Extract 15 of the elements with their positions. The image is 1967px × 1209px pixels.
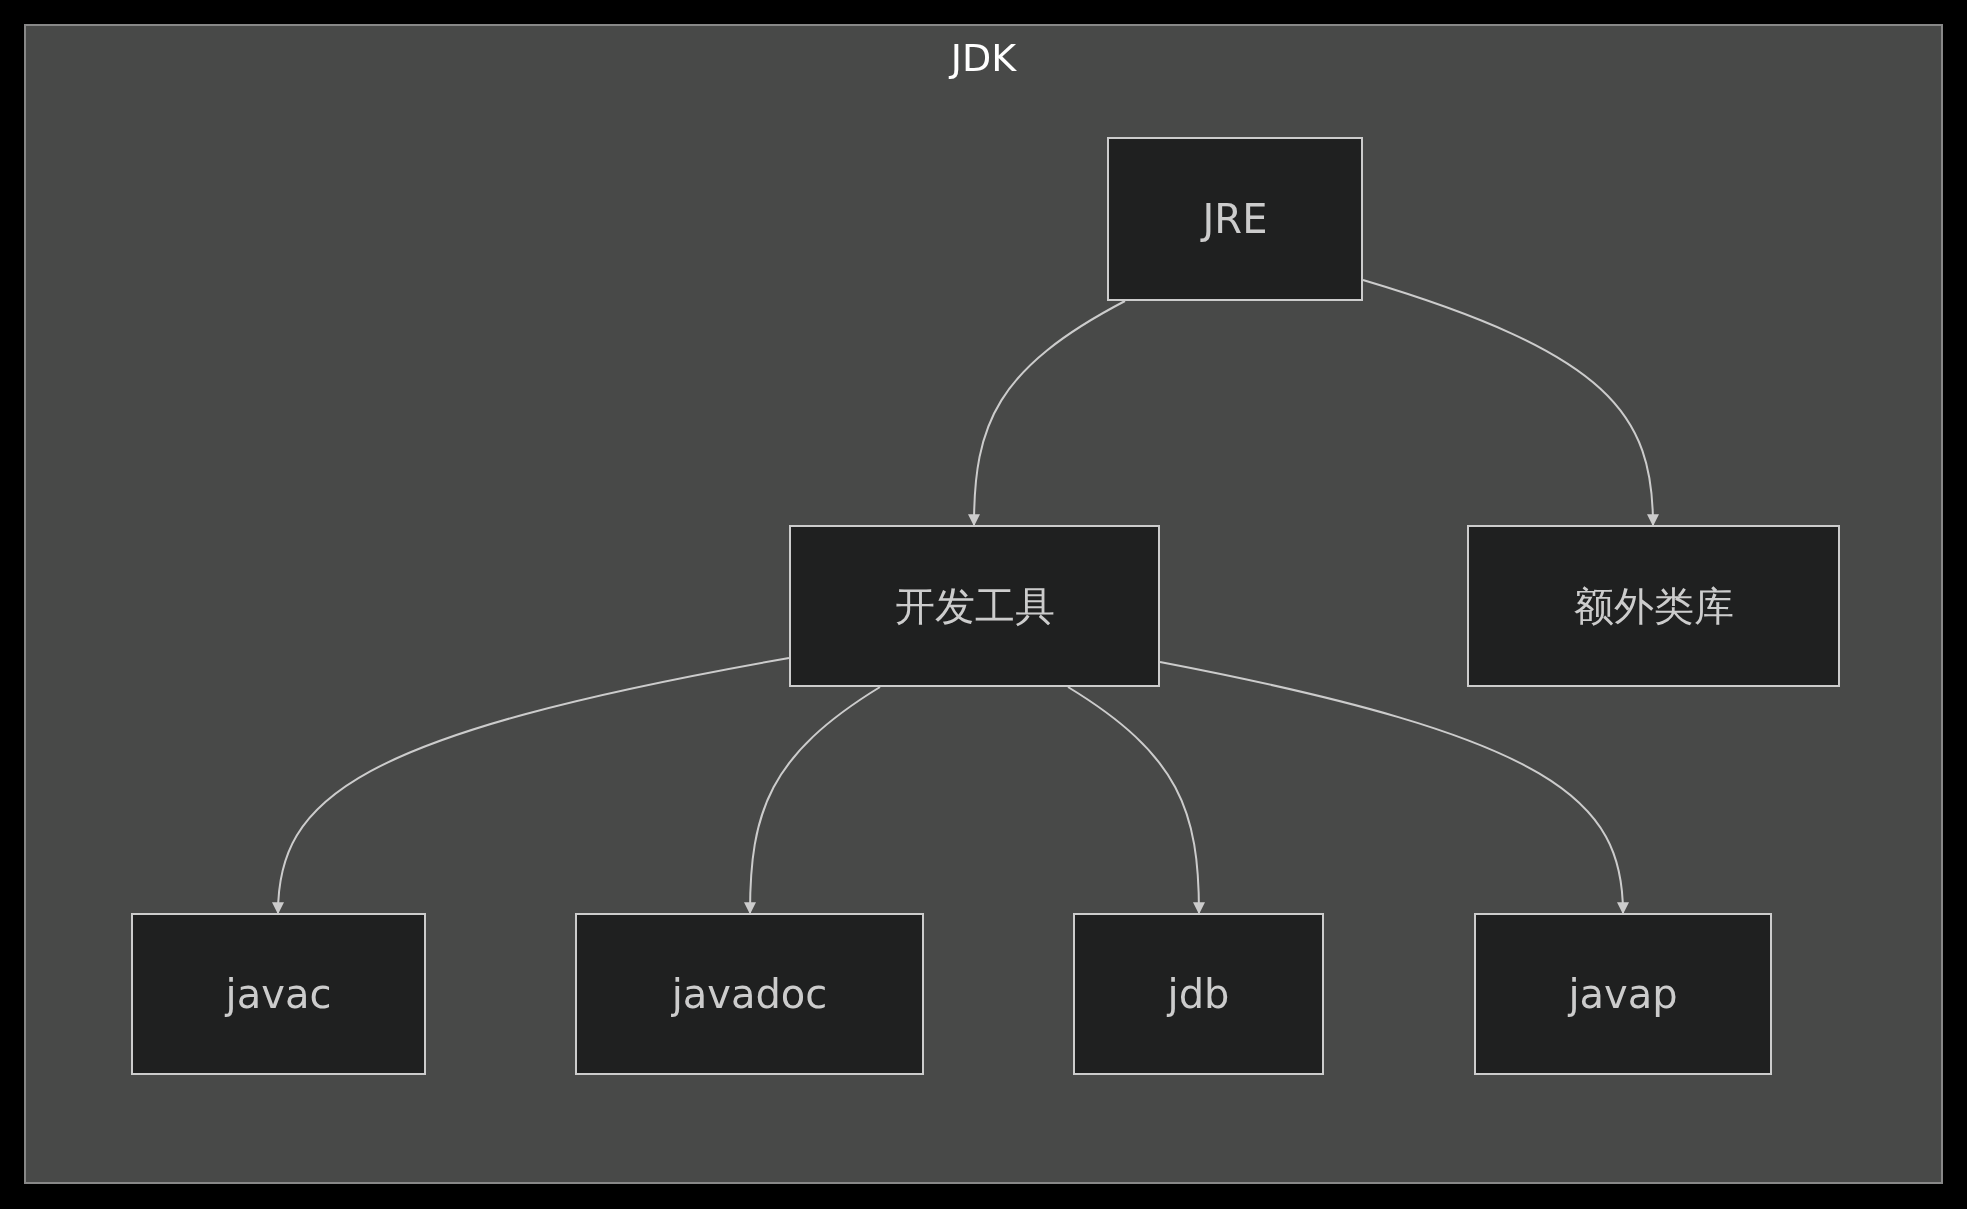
arrow (1067, 686, 1205, 915)
group-title: JDK (947, 36, 1018, 80)
process-box: JRE (1107, 137, 1363, 301)
arrow (744, 686, 881, 915)
arrow (968, 300, 1126, 527)
process-box: 开发工具 (789, 525, 1160, 687)
process-box: jdb (1073, 913, 1324, 1075)
arrow (1159, 661, 1629, 915)
process-box: javadoc (575, 913, 924, 1075)
group-box (24, 24, 1943, 1184)
process-box: 额外类库 (1467, 525, 1840, 687)
arrow (272, 657, 790, 915)
process-box: javap (1474, 913, 1772, 1075)
process-box: javac (131, 913, 426, 1075)
arrow (1362, 279, 1659, 527)
